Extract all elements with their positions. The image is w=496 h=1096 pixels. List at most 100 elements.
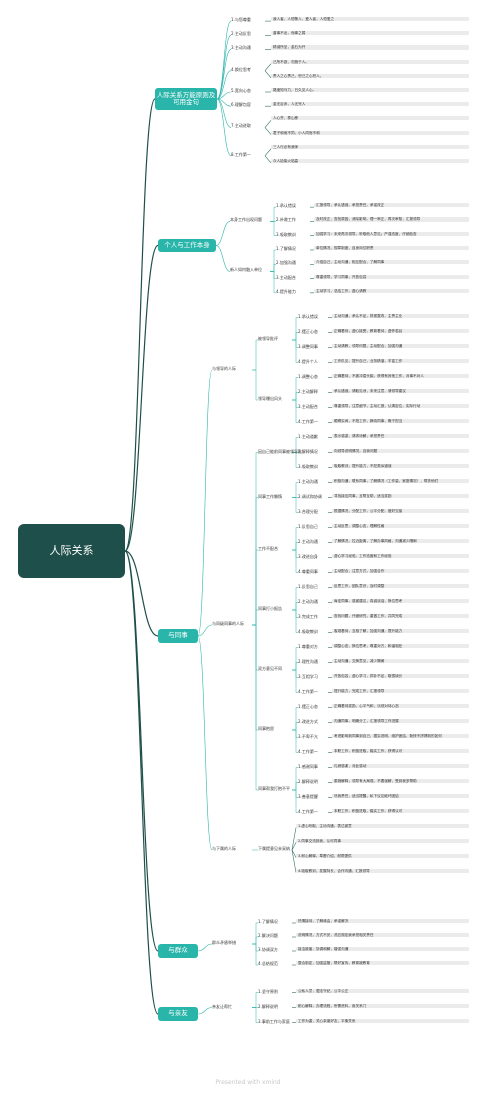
subtopic: 群众矛盾举措 <box>212 940 236 945</box>
topic-item: 4.总结规范 <box>258 961 278 966</box>
topic-item: 4.工作第一 <box>298 418 318 424</box>
leaf-text: 责人之心责己，恕己之心恕人。 <box>271 73 469 78</box>
topic-item: 4.尊重同事 <box>298 568 318 574</box>
topic-item: 4.吸取教训 <box>298 628 318 634</box>
topic-item: 1.尊重对方 <box>298 643 318 649</box>
leaf-text: 主动沟通，承认不足，抓紧整改，主责主业 <box>332 313 469 318</box>
topic-item: 4.工作第一 <box>298 808 318 814</box>
topic-item: 1.坚守原则 <box>258 988 278 994</box>
subtopic: 2.主动反思 <box>231 31 251 37</box>
topic-item: 1.了解情况 <box>258 919 278 924</box>
leaf-text: 1.虚心听取，主动沟通，表达谢意 <box>296 823 469 828</box>
topic-item: 领导爆出风头 <box>258 396 282 401</box>
leaf-text: 尊重领导，学习同事，开放包容 <box>314 274 469 279</box>
leaf-text: 众人拾柴火焰高 <box>271 158 469 164</box>
leaf-text: 考虑影响到同事到自己，据实说明，维护团结，勤快不拼搏到的如何 <box>332 733 469 738</box>
leaf-text: 2.同事交流到我，认可同事 <box>296 838 469 843</box>
leaf-text: 主动沟通，交换意见，减少隔阂 <box>332 658 469 663</box>
leaf-text: 接洽被害，协调和解，增强沟通 <box>296 947 469 952</box>
topic-item: 同事打小报告 <box>258 606 282 611</box>
leaf-text: 曾事不出，而事之弱 <box>271 31 469 36</box>
leaf-text: 3.耐心解释，草履介绍，耐帮提供 <box>296 853 469 858</box>
topic-item: 3.改进自身 <box>298 553 318 559</box>
topic-item: 双方意见不同 <box>258 666 282 671</box>
leaf-text: 我人者、人恒敬人，爱人者，人恒爱之 <box>271 17 469 22</box>
leaf-text: 吸取教训，提升能力，不犯类似错误 <box>332 463 469 468</box>
topic-item: 被领导批评 <box>258 336 278 341</box>
leaf-text: 工作仇见，提升自己，业务精湛，丰富工作 <box>332 358 469 363</box>
topic-item: 2.摆正心态 <box>298 328 318 334</box>
subtopic: 3.主动沟通 <box>231 45 251 51</box>
topic-item: 下属提意见未采纳 <box>258 846 290 851</box>
topic-item: 2.解释情况 <box>298 448 318 454</box>
topic-item: 1.反思自己 <box>298 523 318 529</box>
root-topic: 人际关系 <box>18 524 125 578</box>
topic-item: 2.解决问题 <box>258 933 278 938</box>
topic-item: 3.事前工作与家庭 <box>258 1018 290 1024</box>
leaf-text: 表示感激，请求谅解，承担责任 <box>332 433 469 438</box>
footer-credit: Presented with xmind <box>215 1079 281 1086</box>
topic-item: 1.了解情况 <box>276 246 296 251</box>
topic-item: 2.加强沟通 <box>276 260 296 266</box>
topic-item: 1.调整心态 <box>298 373 318 379</box>
leaf-text: 单位情况，规章制度，自身岗位职责 <box>314 246 469 251</box>
topic-item: 因自己能前同事被领导批 <box>258 448 302 454</box>
leaf-text: 正确看待，不被冲昏头脑，获得有其他工作，对事不对人 <box>332 373 469 378</box>
topic-item: 1.感谢同事 <box>298 763 318 769</box>
leaf-text: 本职工作，积极进取，踏实工作，获得认可 <box>332 748 469 753</box>
subtopic: 与领导的人际 <box>212 366 236 371</box>
branch-topic: 与同事 <box>158 629 198 643</box>
topic-item: 2.解释说明 <box>298 778 318 784</box>
topic-item: 4.工作第一 <box>298 748 318 754</box>
subtopic: 7.主动进取 <box>231 123 251 129</box>
subtopic: 新人如何融入单位 <box>230 267 262 273</box>
leaf-text: 4.吸取教训，发展特长，合作沟通，汇报领导 <box>296 868 469 873</box>
subtopic: 6.理解包容 <box>231 102 251 108</box>
leaf-text: 客观看待，互相了解，加强沟通，提升能力 <box>332 628 469 633</box>
topic-item: 2.改进方式 <box>298 718 318 724</box>
leaf-text: 礼貌感谢，对此感动 <box>332 763 469 768</box>
subtopic: 4.换位思考 <box>231 66 251 72</box>
leaf-text: 眼睛实间，不抢工作，摘待同事，概于担当 <box>332 418 469 423</box>
leaf-text: 寻找接应同事，互帮互助，适当奖励 <box>332 493 469 498</box>
leaf-text: 热情接待，了解缘由，承诺解决 <box>296 919 469 924</box>
topic-item: 4.提升个人 <box>298 358 318 364</box>
leaf-text: 肯定同事，感谢建议，真诚谈话，换位思考 <box>332 598 469 603</box>
leaf-text: 委婉解释，领导有大局观，不要误解，受到我多帮助 <box>332 778 469 783</box>
leaf-text: 及时改正，查找原因，消除影响，理一审正，再次审核，汇报领导 <box>314 217 469 222</box>
leaf-text: 主动配合，注意方式，加强合作 <box>332 568 469 573</box>
topic-item: 3.互相学习 <box>298 673 318 679</box>
leaf-text: 虚心学习经验，工作态度和工作经验 <box>332 553 469 558</box>
topic-item: 2.主动沟通 <box>298 538 318 544</box>
leaf-text: 金无足赤，人无完人 <box>271 102 469 107</box>
leaf-text: 主动学习，总结工作，虚心请教 <box>314 288 469 293</box>
leaf-text: 本职工作，积极进取，踏实工作，获得认可 <box>332 808 469 813</box>
topic-item: 2.主动解释 <box>298 388 318 394</box>
leaf-text: 调整心态，换位思考，尊重对方，和谐相处 <box>332 643 469 648</box>
topic-item: 1.承认错误 <box>298 313 318 319</box>
leaf-text: 人心齐，泰山移 <box>271 116 469 121</box>
leaf-text: 精诚所至，金石为开 <box>271 45 469 50</box>
subtopic: 1.与您尊重 <box>231 17 251 23</box>
topic-item: 3.合理分配 <box>298 508 318 514</box>
leaf-text: 查找问题，仔细研究，重做工作，共同完成 <box>332 613 469 618</box>
branch-topic: 与群众 <box>158 944 198 958</box>
topic-item: 2.解释说明 <box>258 1003 278 1009</box>
leaf-text: 尽我责任，适当提醒，私下议论破坏团结 <box>332 793 469 798</box>
topic-item: 3.善意提醒 <box>298 793 318 799</box>
leaf-text: 根据情况，分配工作，公平分配，做好交接 <box>332 508 469 513</box>
leaf-text: 主动请教，领导何限，主动配合，加强沟通 <box>332 343 469 348</box>
leaf-text: 路遥知马力，日久见人心。 <box>271 88 469 93</box>
branch-topic: 人际关系万能原则及可用金句 <box>155 88 217 110</box>
leaf-text: 整合制定，加强监管，帮好宣传，教育被教育 <box>296 961 469 966</box>
leaf-text: 三人行必有我师 <box>271 144 469 149</box>
topic-item: 3.吸取教训 <box>298 463 318 469</box>
topic-item: 3.不卑不亢 <box>298 733 318 739</box>
subtopic: 与同级同事的人际 <box>212 621 244 626</box>
leaf-text: 君子和而不同，小人同而不和 <box>271 130 469 135</box>
topic-item: 4.提升能力 <box>276 288 296 294</box>
leaf-text: 工作为重，关心亲朋好友，平衡关系 <box>296 1018 469 1023</box>
leaf-text: 承认错误，请取见谅，未来注意，请领导建议 <box>332 388 469 393</box>
leaf-text: 公私人员，遵法守纪，公平公正 <box>296 988 469 993</box>
leaf-text: 己所不欲，勿施于人。 <box>271 59 469 64</box>
